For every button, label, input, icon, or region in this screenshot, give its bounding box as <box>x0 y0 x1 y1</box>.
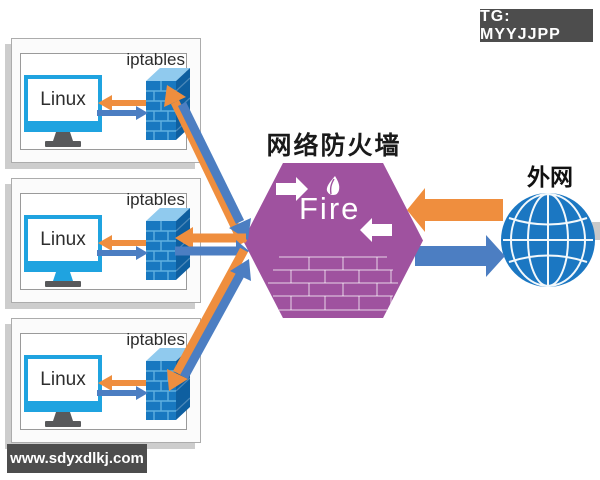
fire-label: Fire <box>299 191 361 226</box>
os-label: Linux <box>40 369 86 390</box>
edge-artifact <box>592 222 600 240</box>
brick-pattern <box>268 256 398 311</box>
iptables-label: iptables <box>126 190 185 209</box>
host1-lan-arrows <box>97 95 148 120</box>
website-badge: www.sdyxdlkj.com <box>7 444 147 473</box>
monitor-stand-base <box>45 281 81 287</box>
firewall-title: 网络防火墙 <box>266 132 402 160</box>
globe-icon <box>501 193 595 287</box>
firewall-hexagon: Fire <box>243 163 423 318</box>
monitor-screen: Linux <box>28 79 98 121</box>
monitor-stand <box>53 272 73 281</box>
os-label: Linux <box>40 229 86 250</box>
iptables-label: iptables <box>126 50 185 69</box>
linux-monitor-icon: Linux <box>24 75 102 132</box>
link-firewall-to-host2-orange <box>175 227 246 249</box>
linux-monitor-icon: Linux <box>24 355 102 412</box>
monitor-screen: Linux <box>28 219 98 261</box>
arrow-left-icon <box>360 218 392 242</box>
monitor-stand <box>53 132 73 141</box>
brick-wall-icon <box>146 208 191 280</box>
host3-lan-arrows <box>97 375 148 400</box>
arrow-right-icon <box>276 177 308 201</box>
os-label: Linux <box>40 89 86 110</box>
linux-monitor-icon: Linux <box>24 215 102 272</box>
telegram-badge: TG: MYYJJPP <box>480 8 593 43</box>
iptables-label: iptables <box>126 330 185 349</box>
host2-lan-arrows <box>97 235 148 260</box>
link-host1-to-firewall-blue <box>177 102 251 240</box>
link-firewall-to-host1-orange <box>164 85 248 245</box>
link-internet-to-firewall-orange <box>407 188 503 232</box>
host-box-2: iptables Linux <box>11 178 201 303</box>
host-box-1: iptables Linux <box>11 38 201 163</box>
monitor-screen: Linux <box>28 359 98 401</box>
monitor-stand <box>53 412 73 421</box>
internet-label: 外网 <box>527 164 573 190</box>
link-host3-to-firewall-blue <box>180 259 251 380</box>
monitor-stand-base <box>45 141 81 147</box>
monitor-stand-base <box>45 421 81 427</box>
flame-icon <box>326 176 340 195</box>
